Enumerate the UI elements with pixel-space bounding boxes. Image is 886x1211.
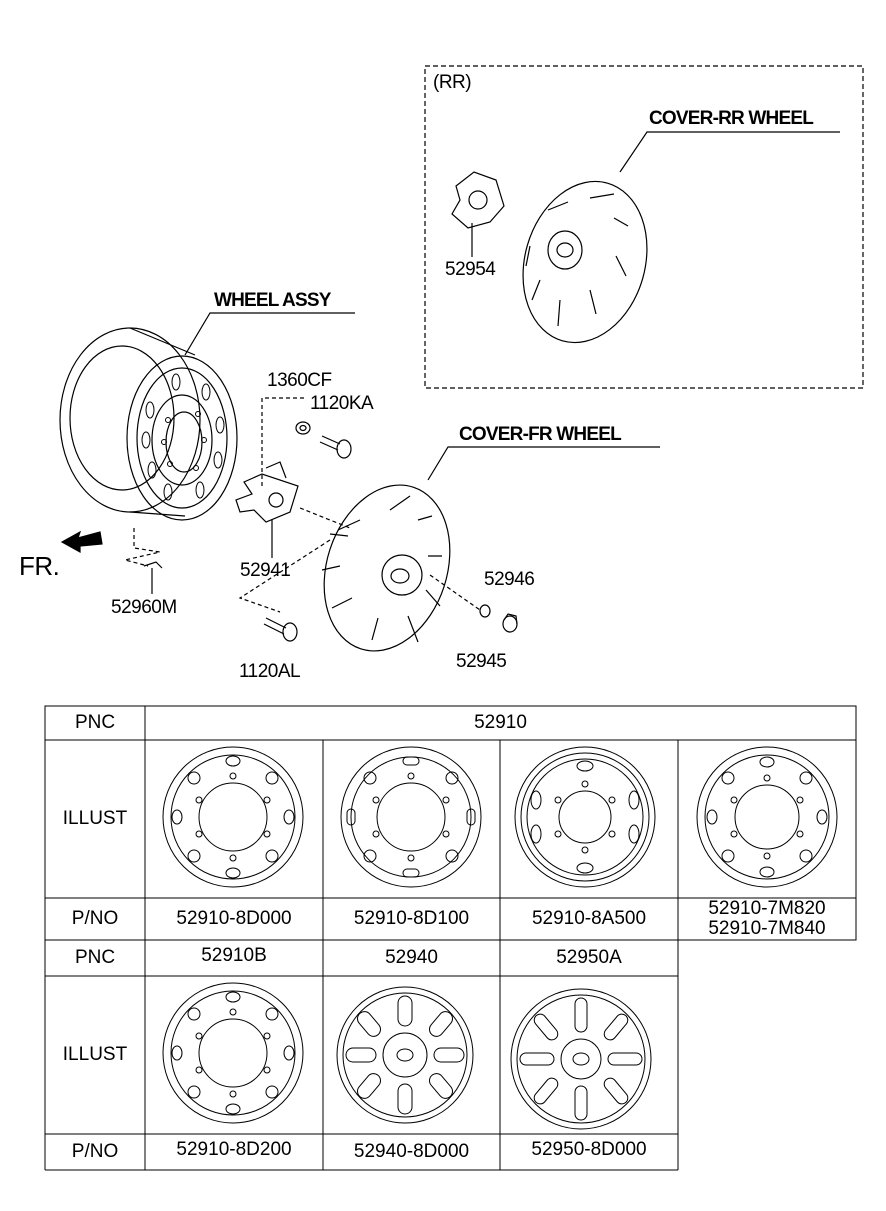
callout-wheel-assy: WHEEL ASSY [214,290,331,311]
bracket-52954-drawing [451,171,505,229]
fr-direction-label: FR. [19,551,60,581]
bolt-1120al-drawing [263,617,298,642]
cover-fr-drawing [321,484,451,652]
illust-52910-8d200 [162,982,304,1124]
leader-wheel-assy [184,312,355,356]
clip-52960m-drawing [143,561,163,569]
illust-52950-8d000 [510,988,652,1130]
part-number-52910-8d000: 52910-8D000 [176,908,292,929]
rr-section-label: (RR) [433,72,472,93]
part-number-52910-7m820: 52910-7M820 [708,898,826,919]
callout-cover-rr-wheel: COVER-RR WHEEL [649,108,814,129]
parts-table-grid [44,705,857,1171]
callout-1120ka: 1120KA [310,393,374,414]
bolt-1120ka-drawing [319,435,352,459]
row1-pnc-label: PNC [74,712,116,733]
illust-52910-8a500 [514,746,656,888]
row2-pnc-52950a: 52950A [556,947,622,968]
row1-pnc-value: 52910 [474,712,527,733]
illust-52910-8d000 [162,746,304,888]
fr-arrow [60,530,103,554]
cap-52946-drawing [502,613,518,633]
illust-52910-8d100 [340,746,482,888]
guide-line-1 [261,397,304,488]
row2-pno-label: P/NO [71,1141,119,1162]
row2-pnc-label: PNC [74,947,116,968]
cover-rr-drawing [522,180,648,344]
guide-line-3 [238,539,331,613]
wheel-assy-drawing [59,327,238,521]
part-number-52950-8d000: 52950-8D000 [531,1139,647,1160]
rr-section-box [424,65,864,389]
callout-52941: 52941 [240,560,291,581]
callout-52946: 52946 [484,569,535,590]
part-number-52910-7m840: 52910-7M840 [708,918,826,939]
part-number-52910-8d200: 52910-8D200 [176,1139,292,1160]
leader-cover-rr [619,131,840,173]
row1-pno-label: P/NO [71,908,119,929]
callout-52960m: 52960M [111,597,177,618]
part-number-group-7m: 52910-7M820 52910-7M840 [678,898,856,940]
callout-52945: 52945 [456,651,507,672]
guide-line-5 [429,574,481,611]
callout-cover-fr-wheel: COVER-FR WHEEL [459,424,622,445]
bracket-52941-drawing [235,461,299,523]
washer-52945-drawing [479,604,491,618]
illust-52910-7m820 [696,746,838,888]
callout-52954: 52954 [445,259,496,280]
illust-52940-8d000 [336,986,474,1124]
guide-line-2 [299,507,351,529]
row1-illust-label: ILLUST [62,808,128,829]
part-number-52910-8d100: 52910-8D100 [353,908,470,929]
nut-1360cf-drawing [295,421,311,435]
row2-pnc-52910b: 52910B [201,945,267,966]
row2-pnc-52940: 52940 [385,947,438,968]
part-number-52910-8a500: 52910-8A500 [531,908,647,929]
callout-1120al: 1120AL [239,661,301,682]
part-number-52940-8d000: 52940-8D000 [353,1141,470,1162]
guide-line-4 [124,528,161,567]
leader-cover-fr [427,446,660,481]
callout-1360cf: 1360CF [267,370,332,391]
row2-illust-label: ILLUST [62,1044,128,1065]
